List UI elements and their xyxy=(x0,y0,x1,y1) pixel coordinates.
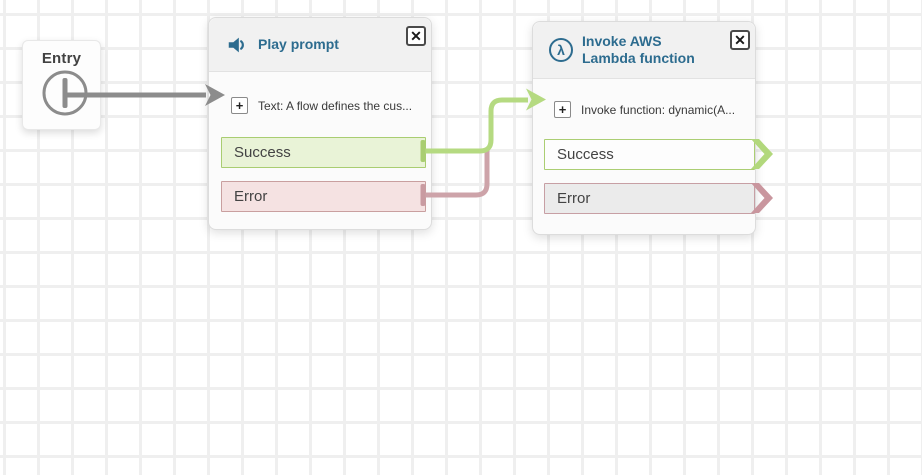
error-connector-line[interactable] xyxy=(423,150,490,198)
close-icon[interactable]: ✕ xyxy=(730,30,750,50)
block-play-prompt[interactable]: Play prompt ✕ + Text: A flow defines the… xyxy=(208,17,432,230)
block-title: Invoke AWS Lambda function xyxy=(582,32,695,67)
param-text: Invoke function: dynamic(A... xyxy=(581,102,736,117)
branch-success[interactable]: Success xyxy=(221,137,426,168)
entry-node[interactable]: Entry xyxy=(22,40,101,130)
success-connector-line[interactable] xyxy=(423,97,528,154)
branch-label: Success xyxy=(557,146,614,163)
expand-parameters-button[interactable]: + xyxy=(554,101,571,118)
branch-error[interactable]: Error xyxy=(221,181,426,212)
branch-label: Success xyxy=(234,144,291,161)
param-text: Text: A flow defines the cus... xyxy=(258,98,413,113)
branch-error[interactable]: Error xyxy=(544,183,755,214)
close-icon[interactable]: ✕ xyxy=(406,26,426,46)
param-row: + Text: A flow defines the cus... xyxy=(231,97,431,114)
entry-label: Entry xyxy=(41,50,82,67)
expand-parameters-button[interactable]: + xyxy=(231,97,248,114)
param-row: + Invoke function: dynamic(A... xyxy=(554,101,755,118)
speaker-icon xyxy=(225,33,249,57)
branch-label: Error xyxy=(557,190,591,207)
branch-label: Error xyxy=(234,188,268,205)
lambda-icon: λ xyxy=(549,38,573,62)
block-invoke-lambda[interactable]: λ Invoke AWS Lambda function ✕ + Invoke … xyxy=(532,21,756,235)
branch-success[interactable]: Success xyxy=(544,139,755,170)
play-prompt-header: Play prompt ✕ xyxy=(209,18,431,72)
block-title: Play prompt xyxy=(258,35,339,52)
invoke-lambda-header: λ Invoke AWS Lambda function ✕ xyxy=(533,22,755,79)
